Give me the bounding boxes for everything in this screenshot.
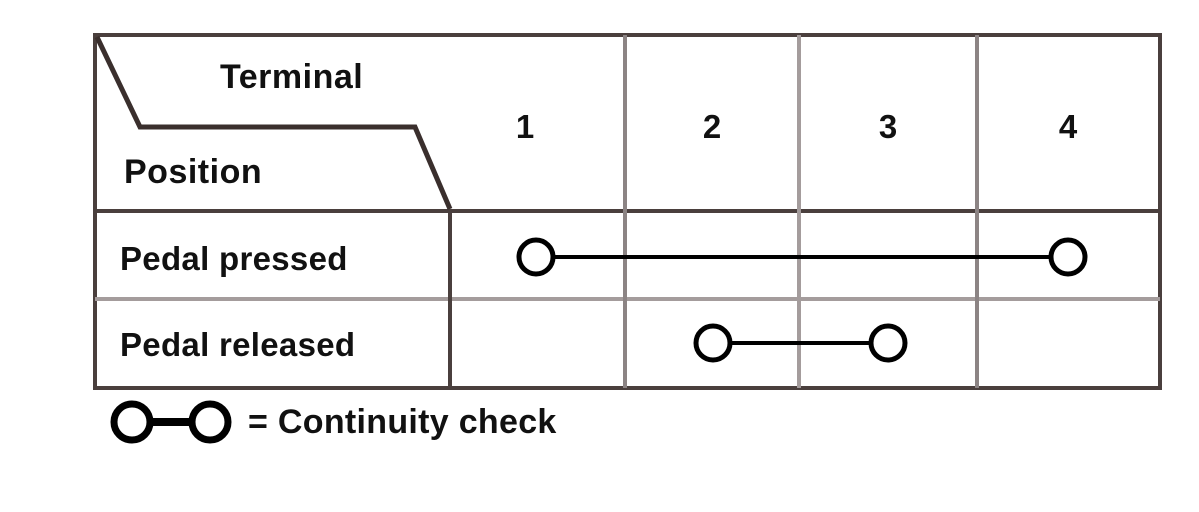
header-position-label: Position: [124, 153, 263, 191]
continuity-node-row2-terminal2: [693, 323, 733, 363]
column-header-3: 3: [878, 108, 898, 145]
legend-node-right: [188, 400, 232, 444]
row-label-pedal-pressed: Pedal pressed: [120, 240, 348, 277]
column-header-2: 2: [702, 108, 722, 145]
legend-node-left: [110, 400, 154, 444]
header-terminal-label: Terminal: [220, 58, 364, 96]
legend-label: = Continuity check: [248, 403, 557, 441]
continuity-node-row2-terminal3: [868, 323, 908, 363]
column-header-4: 4: [1058, 108, 1078, 145]
row-label-pedal-released: Pedal released: [120, 326, 356, 363]
continuity-node-row1-terminal4: [1048, 237, 1088, 277]
column-header-1: 1: [515, 108, 535, 145]
continuity-node-row1-terminal1: [516, 237, 556, 277]
